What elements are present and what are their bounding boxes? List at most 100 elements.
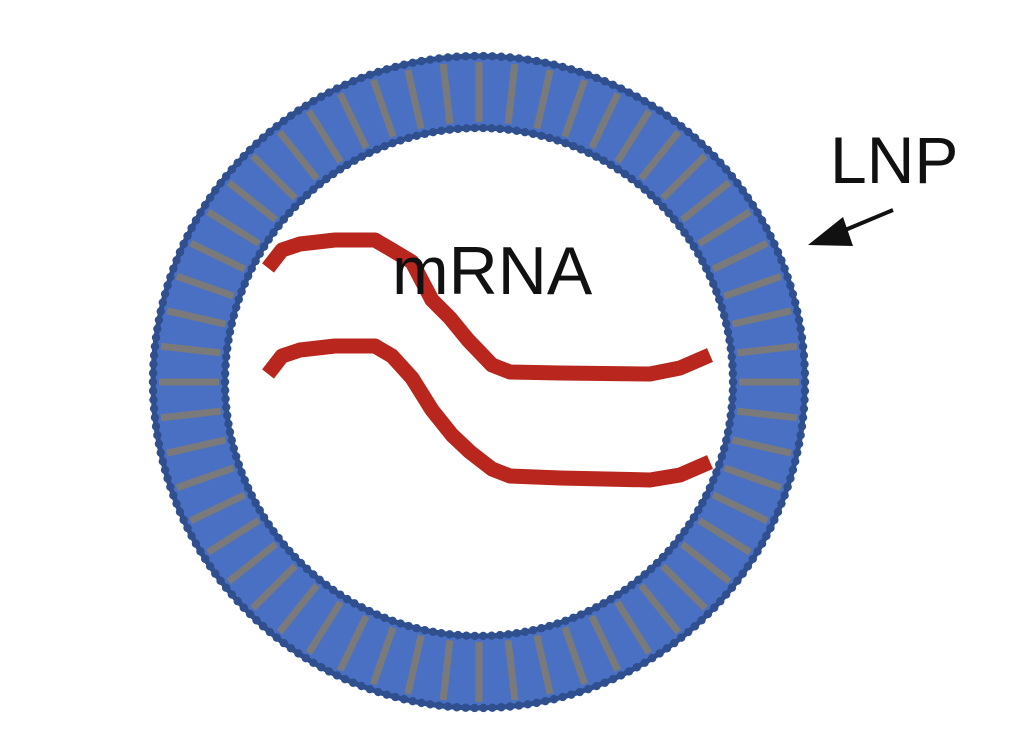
lipid-head-bead <box>420 129 430 139</box>
lipid-head-bead <box>569 613 578 623</box>
lipid-head-bead <box>470 631 480 641</box>
lipid-head-bead <box>231 303 241 312</box>
lipid-head-bead <box>727 402 736 412</box>
lipid-head-bead <box>452 52 461 61</box>
lipid-head-bead <box>158 457 168 466</box>
lipid-tail <box>680 541 732 585</box>
lipid-head-bead <box>514 701 524 710</box>
lipid-head-bead <box>221 394 230 403</box>
lipid-head-bead <box>683 127 693 137</box>
lipid-head-bead <box>408 696 417 706</box>
lipid-head-bead <box>322 580 331 590</box>
lipid-head-bead <box>220 369 230 378</box>
lipid-head-bead <box>350 599 359 608</box>
lipid-nanoparticle-ring <box>148 51 810 713</box>
lipid-head-bead <box>252 616 261 625</box>
lipid-head-bead <box>757 216 767 225</box>
lipid-tail <box>736 342 798 357</box>
lipid-tail <box>638 583 682 635</box>
lipid-tail <box>638 129 682 181</box>
lipid-head-bead <box>382 690 391 699</box>
lipid-head-bead <box>669 540 679 549</box>
lipid-head-bead <box>290 202 300 212</box>
lipid-head-bead <box>670 116 679 126</box>
lipid-head-bead <box>675 221 684 231</box>
lipid-head-bead <box>733 576 742 585</box>
lipid-head-bead <box>738 186 747 195</box>
lipid-head-bead <box>205 193 215 202</box>
lipid-head-bead <box>296 558 306 568</box>
lipid-head-bead <box>183 523 192 533</box>
lipid-head-bead <box>591 152 601 161</box>
lipid-head-bead <box>149 351 159 360</box>
lipid-head-bead <box>721 165 731 174</box>
lipid-head-bead <box>148 368 158 378</box>
lipid-head-bead <box>545 133 554 143</box>
lipid-head-bead <box>788 289 798 299</box>
lipid-tail <box>305 600 344 655</box>
lipid-head-bead <box>726 344 735 353</box>
lipid-head-bead <box>583 684 593 694</box>
lipid-head-bead <box>664 546 673 556</box>
lipid-head-bead <box>231 452 241 461</box>
lipid-head-bead <box>220 377 230 387</box>
lipid-head-bead <box>495 630 505 640</box>
lipid-head-bead <box>285 208 294 218</box>
lipid-head-bead <box>757 539 767 548</box>
lipid-head-bead <box>150 413 160 422</box>
lipid-head-bead <box>770 239 779 249</box>
lipid-head-bead <box>229 311 239 320</box>
lipid-head-bead <box>606 160 616 170</box>
lipid-tail <box>439 639 454 701</box>
lipid-head-bead <box>233 597 242 606</box>
lipid-head-bead <box>426 700 435 709</box>
lipid-head-bead <box>365 684 375 694</box>
lipid-head-bead <box>670 638 679 648</box>
lipid-head-bead <box>528 129 538 139</box>
lipid-head-bead <box>302 564 312 574</box>
lipid-tail <box>561 78 588 138</box>
lipid-head-bead <box>520 627 530 637</box>
lipid-head-bead <box>689 513 699 522</box>
lipid-head-bead <box>223 411 232 420</box>
lipid-head-bead <box>762 531 771 541</box>
lipid-head-bead <box>698 256 707 266</box>
lipid-tail <box>561 626 588 686</box>
lipid-head-bead <box>514 54 524 63</box>
lipid-head-bead <box>794 315 804 325</box>
lipid-head-bead <box>497 52 506 61</box>
lipid-head-bead <box>488 52 497 61</box>
lipid-head-bead <box>762 223 771 233</box>
lipid-head-bead <box>780 491 789 500</box>
lipid-head-bead <box>222 402 231 412</box>
lipid-head-bead <box>632 92 642 101</box>
lipid-head-bead <box>166 272 175 282</box>
lipid-head-bead <box>715 460 724 469</box>
lipid-head-bead <box>172 499 181 508</box>
lipid-head-bead <box>777 499 786 508</box>
lipid-head-bead <box>504 630 513 639</box>
lipid-head-bead <box>786 474 795 483</box>
lipid-head-bead <box>252 139 261 148</box>
lipid-head-bead <box>225 427 235 437</box>
lipid-head-bead <box>357 73 366 83</box>
lipid-head-bead <box>357 681 366 691</box>
lipid-head-bead <box>420 625 430 635</box>
lipid-head-bead <box>294 106 303 115</box>
lipid-head-bead <box>743 193 753 202</box>
lipid-head-bead <box>200 200 210 210</box>
lipid-head-bead <box>669 215 679 224</box>
lipid-tail <box>723 273 783 300</box>
lipid-head-bead <box>532 56 541 66</box>
lipid-head-bead <box>216 576 225 585</box>
lipid-head-bead <box>640 185 649 194</box>
lipid-head-bead <box>675 533 684 543</box>
lipid-head-bead <box>766 523 775 533</box>
lipid-head-bead <box>247 264 256 273</box>
lipid-head-bead <box>179 239 188 249</box>
lipid-head-bead <box>399 695 409 704</box>
lipid-head-bead <box>487 631 496 640</box>
lipid-tail <box>533 69 554 130</box>
lipid-head-bead <box>790 457 800 466</box>
